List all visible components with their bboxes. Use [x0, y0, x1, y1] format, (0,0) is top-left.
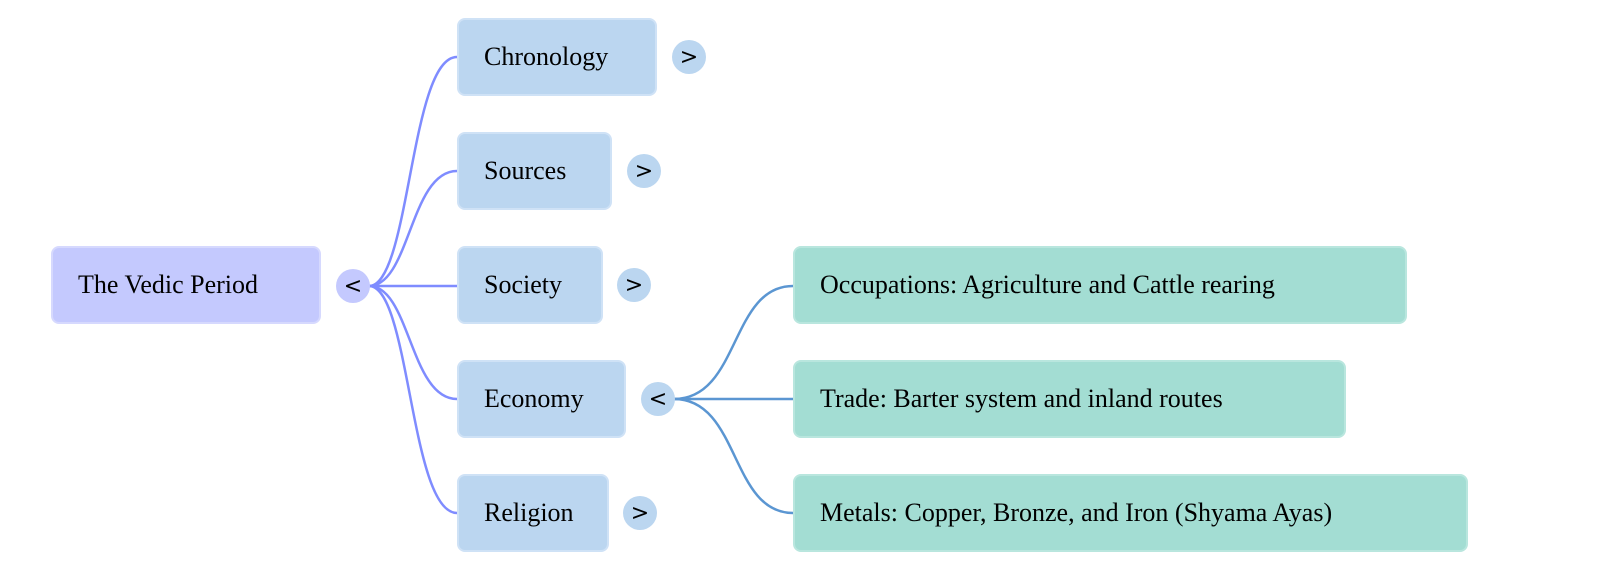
- node-label: Society: [484, 270, 562, 299]
- sources-expand-toggle[interactable]: >: [627, 154, 661, 188]
- node-label: Economy: [484, 384, 584, 413]
- node-label: Sources: [484, 156, 567, 185]
- edge-occupations: [673, 284, 794, 401]
- node-label: Metals: Copper, Bronze, and Iron (Shyama…: [820, 498, 1333, 527]
- node-label: Religion: [484, 498, 574, 527]
- node-chronology[interactable]: Chronology: [457, 18, 657, 96]
- root-node[interactable]: The Vedic Period: [51, 246, 321, 324]
- root-label: The Vedic Period: [78, 270, 259, 299]
- edge-chronology: [368, 55, 458, 288]
- religion-expand-toggle[interactable]: >: [623, 496, 657, 530]
- economy-collapse-toggle[interactable]: <: [641, 382, 675, 416]
- node-label: Occupations: Agriculture and Cattle rear…: [820, 270, 1275, 299]
- chronology-expand-toggle[interactable]: >: [672, 40, 706, 74]
- edge-religion: [368, 284, 458, 515]
- node-occupations[interactable]: Occupations: Agriculture and Cattle rear…: [793, 246, 1407, 324]
- node-label: Chronology: [484, 42, 609, 71]
- node-society[interactable]: Society: [457, 246, 603, 324]
- node-label: Trade: Barter system and inland routes: [820, 384, 1223, 413]
- edge-sources: [368, 169, 458, 288]
- edge-metals: [673, 397, 794, 515]
- node-trade[interactable]: Trade: Barter system and inland routes: [793, 360, 1346, 438]
- edge-economy: [368, 284, 458, 401]
- node-religion[interactable]: Religion: [457, 474, 609, 552]
- node-metals[interactable]: Metals: Copper, Bronze, and Iron (Shyama…: [793, 474, 1468, 552]
- society-expand-toggle[interactable]: >: [617, 268, 651, 302]
- node-sources[interactable]: Sources: [457, 132, 612, 210]
- node-economy[interactable]: Economy: [457, 360, 626, 438]
- root-collapse-toggle[interactable]: <: [336, 269, 370, 303]
